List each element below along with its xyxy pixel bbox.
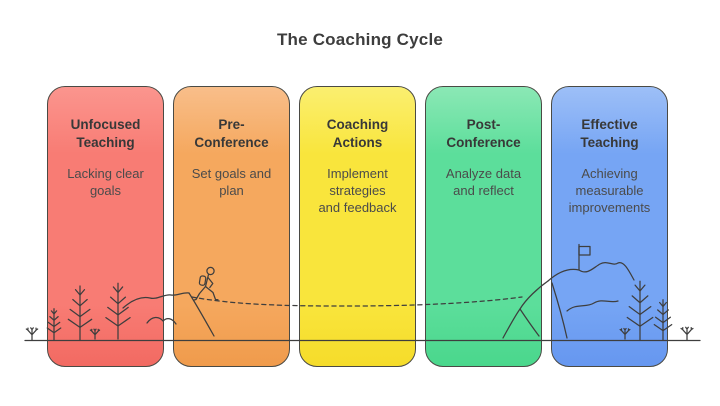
card-subtitle: Analyze data and reflect (445, 165, 522, 199)
card-effective-teaching: Effective Teaching Achieving measurable … (551, 86, 668, 367)
page-title: The Coaching Cycle (276, 30, 444, 49)
card-subtitle: Implement strategies and feedback (318, 165, 397, 216)
card-unfocused-teaching: Unfocused Teaching Lacking clear goals (47, 86, 164, 367)
card-title: Unfocused Teaching (70, 117, 141, 150)
card-title: Post- Conference (446, 117, 521, 150)
card-subtitle: Achieving measurable improvements (568, 165, 651, 216)
card-title: Coaching Actions (326, 117, 389, 150)
card-pre-conference: Pre- Conference Set goals and plan (173, 86, 290, 367)
card-title: Effective Teaching (580, 117, 639, 150)
card-subtitle: Lacking clear goals (67, 165, 144, 199)
card-coaching-actions: Coaching Actions Implement strategies an… (299, 86, 416, 367)
card-subtitle: Set goals and plan (191, 165, 272, 199)
card-post-conference: Post- Conference Analyze data and reflec… (425, 86, 542, 367)
card-title: Pre- Conference (194, 117, 269, 150)
